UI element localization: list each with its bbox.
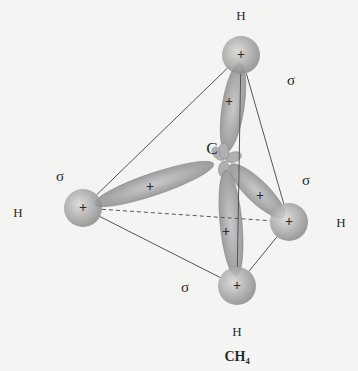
atom-label: H [336, 216, 345, 229]
hydrogen-sphere [218, 267, 256, 305]
atom-label: C [206, 140, 217, 157]
hydrogen-sphere [270, 203, 308, 241]
orbital-lobe [215, 62, 250, 154]
orbital-back-lobe [218, 143, 229, 160]
tetrahedron-edge [237, 74, 240, 267]
sign-label: + [285, 215, 293, 229]
formula-caption: CH₄ [224, 350, 249, 364]
hydrogen-orbitals [64, 36, 308, 305]
atom-label: H [13, 206, 22, 219]
sign-label: + [233, 279, 241, 293]
atom-label: H [236, 9, 245, 22]
tetrahedron-edge [102, 209, 270, 220]
sign-label: + [237, 48, 245, 62]
sigma-label: σ [181, 280, 189, 295]
sigma-label: σ [302, 173, 310, 188]
sign-label: + [256, 189, 264, 203]
sigma-label: σ [287, 73, 295, 88]
tetrahedron-edge [100, 217, 220, 278]
sp3-orbitals [91, 62, 292, 277]
sigma-label: σ [56, 169, 64, 184]
tetrahedron-edge [97, 68, 228, 195]
atom-label: H [232, 325, 241, 338]
tetrahedron-edge [246, 73, 284, 203]
hydrogen-sphere [222, 36, 260, 74]
sign-label: + [222, 225, 230, 239]
orbital-lobe [215, 169, 247, 277]
sign-label: + [225, 95, 233, 109]
hydrogen-sphere [64, 189, 102, 227]
orbital-lobe [91, 153, 217, 214]
tetrahedron-edge [249, 237, 277, 272]
sign-label: + [79, 201, 87, 215]
tetrahedron-edges [97, 68, 284, 277]
sign-label: + [146, 180, 154, 194]
